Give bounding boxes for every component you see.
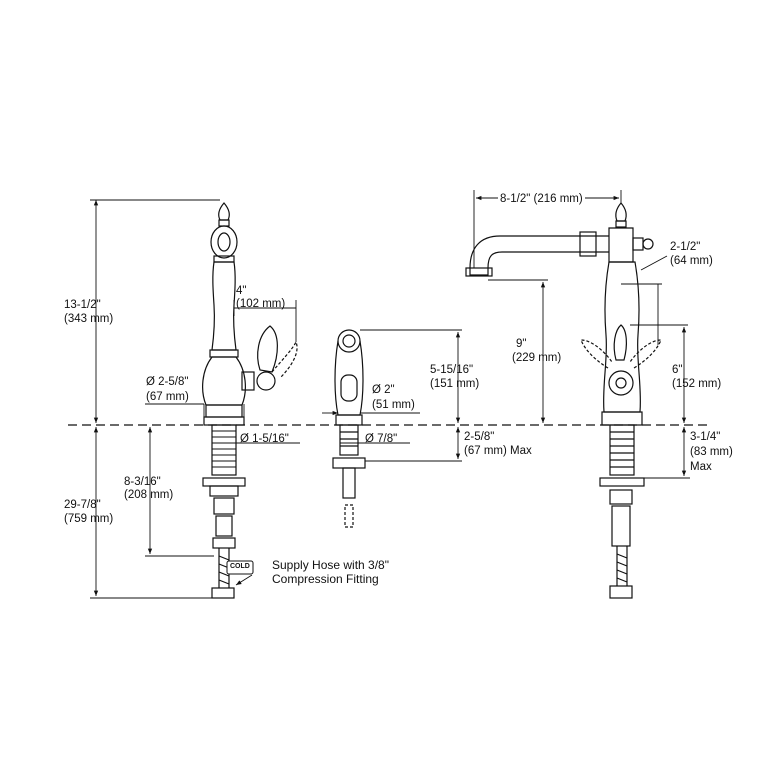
label-spray-height-in: 5-15/16" bbox=[430, 364, 474, 376]
label-overall-height-in: 13-1/2" bbox=[64, 299, 101, 311]
label-spout-height-in: 9" bbox=[516, 338, 527, 350]
front-shank-threads bbox=[212, 430, 236, 468]
side-view-faucet bbox=[465, 202, 662, 599]
label-deck-max-word: Max bbox=[690, 461, 712, 473]
label-deck-thickness-mm: (67 mm) Max bbox=[464, 445, 532, 457]
label-body-offset-mm: (64 mm) bbox=[670, 255, 713, 267]
label-spout-handle-mm: (102 mm) bbox=[236, 298, 286, 310]
label-handle-height-mm: (152 mm) bbox=[672, 378, 722, 390]
label-body-offset-in: 2-1/2" bbox=[670, 241, 701, 253]
dimension-lines bbox=[90, 190, 690, 599]
label-shank-length-mm: (208 mm) bbox=[124, 489, 174, 501]
label-spray-height-mm: (151 mm) bbox=[430, 378, 480, 390]
cold-tag-label: COLD bbox=[230, 563, 250, 570]
label-deck-max-mm: (83 mm) bbox=[690, 446, 733, 458]
label-deck-max-in: 3-1/4" bbox=[690, 431, 721, 443]
label-shank-dia: Ø 1-5/16" bbox=[240, 433, 289, 445]
label-shank-length-in: 8-3/16" bbox=[124, 476, 161, 488]
front-view-faucet bbox=[202, 202, 298, 599]
label-spray-head-dia-in: Ø 2" bbox=[372, 384, 395, 396]
label-total-hose-mm: (759 mm) bbox=[64, 513, 114, 525]
label-deck-thickness-in: 2-5/8" bbox=[464, 431, 495, 443]
label-hose-note-1: Supply Hose with 3/8" bbox=[272, 558, 389, 572]
label-spout-handle-in: 4" bbox=[236, 285, 247, 297]
label-spout-height-mm: (229 mm) bbox=[512, 352, 562, 364]
label-total-hose-in: 29-7/8" bbox=[64, 499, 101, 511]
cold-tag-box bbox=[226, 560, 254, 575]
label-spout-reach: 8-1/2" (216 mm) bbox=[498, 192, 585, 206]
label-base-dia-mm: (67 mm) bbox=[146, 391, 189, 403]
label-base-dia-in: Ø 2-5/8" bbox=[146, 376, 189, 388]
label-handle-height-in: 6" bbox=[672, 364, 683, 376]
label-overall-height-mm: (343 mm) bbox=[64, 313, 114, 325]
side-spray bbox=[332, 329, 366, 528]
label-spray-head-dia-mm: (51 mm) bbox=[372, 399, 415, 411]
label-hose-note-2: Compression Fitting bbox=[272, 572, 379, 586]
label-spray-shank-dia: Ø 7/8" bbox=[365, 433, 398, 445]
